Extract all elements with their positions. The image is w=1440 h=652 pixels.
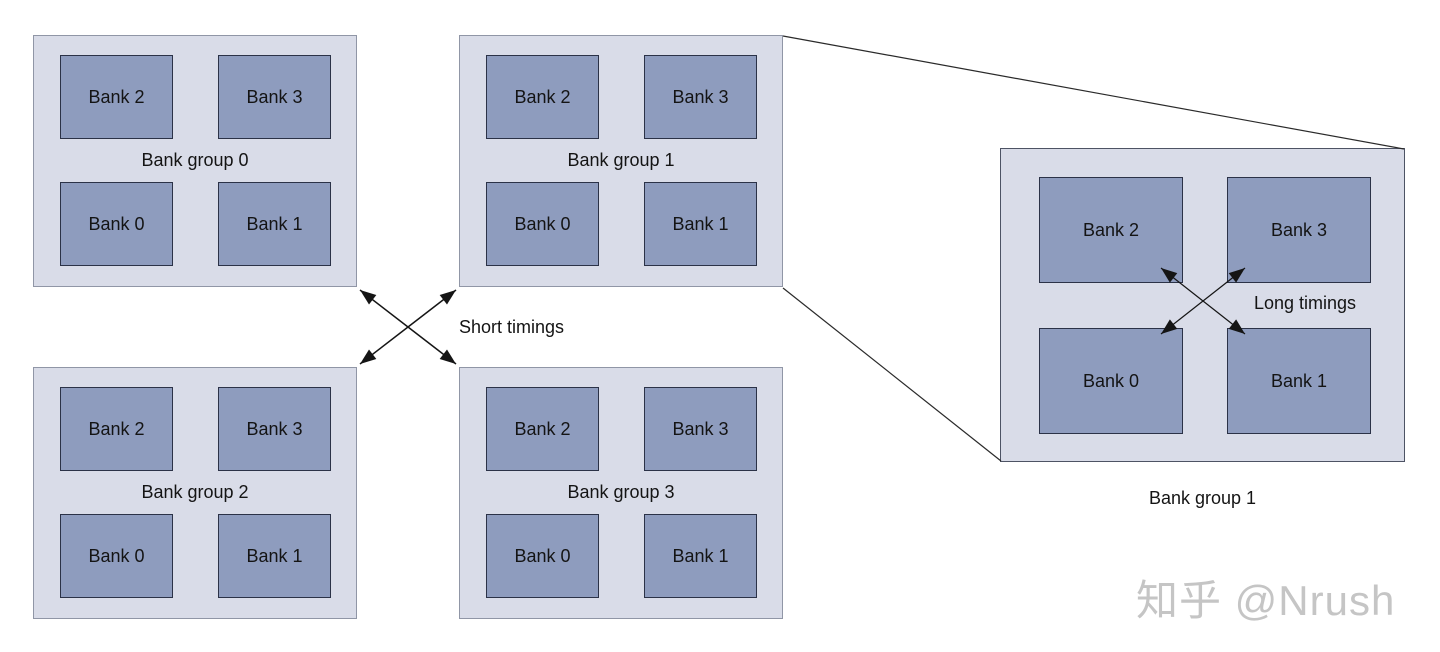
bank-box: Bank 1	[644, 514, 757, 598]
bank-box: Bank 1	[644, 182, 757, 266]
zoom-connector-line-top	[782, 35, 1405, 150]
bank-box: Bank 2	[1039, 177, 1183, 283]
bank-label: Bank 1	[246, 214, 303, 234]
short-timings-arrow	[407, 289, 457, 328]
bank-label: Bank 2	[1082, 220, 1140, 240]
bank-label: Bank 0	[514, 214, 571, 234]
bank-box: Bank 3	[1227, 177, 1371, 283]
bank-label: Bank 3	[672, 87, 729, 107]
bank-label: Bank 1	[246, 546, 303, 566]
bank-group-2: Bank 2 Bank 3 Bank group 2 Bank 0 Bank 1	[33, 367, 357, 619]
bank-group-2-label: Bank group 2	[141, 482, 249, 502]
bank-group-1-zoomed: Bank 2 Bank 3 Bank 0 Bank 1	[1000, 148, 1405, 462]
bank-box: Bank 1	[218, 514, 331, 598]
bank-box: Bank 1	[218, 182, 331, 266]
short-timings-label: Short timings	[459, 317, 565, 337]
bank-label: Bank 0	[1082, 371, 1140, 391]
long-timings-label: Long timings	[1254, 293, 1357, 313]
bank-label: Bank 2	[514, 87, 571, 107]
bank-label: Bank 0	[88, 546, 145, 566]
bank-box: Bank 3	[218, 387, 331, 471]
zoom-connector-line-bottom	[782, 287, 1002, 462]
bank-group-1-label: Bank group 1	[567, 150, 675, 170]
bank-box: Bank 0	[486, 182, 599, 266]
bank-box: Bank 0	[1039, 328, 1183, 434]
bank-box: Bank 0	[60, 514, 173, 598]
bank-label: Bank 3	[1270, 220, 1328, 240]
bank-label: Bank 2	[514, 419, 571, 439]
short-timings-arrow	[359, 289, 409, 328]
short-timings-arrows	[359, 289, 457, 365]
bank-group-3-label: Bank group 3	[567, 482, 675, 502]
bank-box: Bank 3	[218, 55, 331, 139]
bank-label: Bank 1	[672, 546, 729, 566]
bank-label: Bank 0	[514, 546, 571, 566]
bank-label: Bank 1	[672, 214, 729, 234]
bank-box: Bank 3	[644, 387, 757, 471]
watermark: 知乎 @Nrush	[1136, 577, 1396, 624]
bank-box: Bank 3	[644, 55, 757, 139]
bank-label: Bank 3	[246, 419, 303, 439]
bank-box: Bank 2	[486, 55, 599, 139]
bank-box: Bank 0	[60, 182, 173, 266]
bank-label: Bank 2	[88, 87, 145, 107]
bank-box: Bank 2	[486, 387, 599, 471]
bank-group-0: Bank 2 Bank 3 Bank group 0 Bank 0 Bank 1	[33, 35, 357, 287]
bank-label: Bank 0	[88, 214, 145, 234]
bank-group-3: Bank 2 Bank 3 Bank group 3 Bank 0 Bank 1	[459, 367, 783, 619]
bank-group-0-label: Bank group 0	[141, 150, 249, 170]
bank-group-1: Bank 2 Bank 3 Bank group 1 Bank 0 Bank 1	[459, 35, 783, 287]
bank-label: Bank 1	[1270, 371, 1328, 391]
bank-label: Bank 3	[672, 419, 729, 439]
bank-box: Bank 2	[60, 387, 173, 471]
bank-box: Bank 0	[486, 514, 599, 598]
bank-label: Bank 3	[246, 87, 303, 107]
bank-box: Bank 2	[60, 55, 173, 139]
short-timings-arrow	[407, 326, 457, 365]
zoomed-group-caption: Bank group 1	[1148, 488, 1257, 508]
bank-label: Bank 2	[88, 419, 145, 439]
short-timings-arrow	[359, 326, 409, 365]
bank-box: Bank 1	[1227, 328, 1371, 434]
